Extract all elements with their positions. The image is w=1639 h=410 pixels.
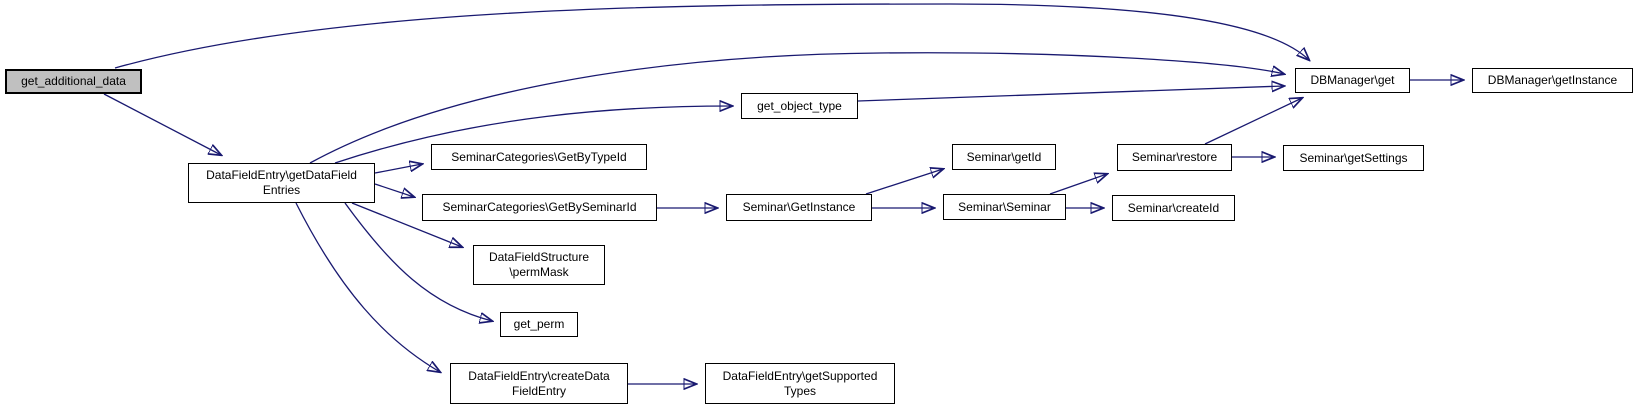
node-label: DBManager\get [1310,73,1395,87]
edge-getdatafieldentries-to-createdatafieldentry [295,202,440,372]
node-seminar-getsettings[interactable]: Seminar\getSettings [1283,145,1424,171]
node-datafieldentry-createdatafieldentry[interactable]: DataFieldEntry\createData FieldEntry [450,363,628,404]
node-seminar-seminar[interactable]: Seminar\Seminar [943,194,1066,220]
node-datafieldentry-getdatafieldentries[interactable]: DataFieldEntry\getDataField Entries [188,163,375,203]
node-dbmanager-getinstance[interactable]: DBManager\getInstance [1472,68,1633,93]
node-seminar-getid[interactable]: Seminar\getId [952,144,1056,170]
node-get-object-type[interactable]: get_object_type [741,93,858,119]
node-label: get_additional_data [21,74,126,88]
edge-get-additional-data-to-getdatafieldentries [103,93,221,155]
node-label: DataFieldEntry\getDataField [206,168,357,182]
node-label: Seminar\restore [1131,150,1218,164]
node-dbmanager-get[interactable]: DBManager\get [1295,68,1410,93]
edge-getdatafieldentries-to-getbyseminarid [374,183,414,197]
edge-seminar-to-restore [1049,174,1107,195]
node-get-perm[interactable]: get_perm [500,312,578,337]
node-get-additional-data: get_additional_data [5,69,142,94]
node-label: Seminar\createId [1127,200,1220,215]
node-label: \permMask [509,265,569,279]
node-label: SeminarCategories\GetByTypeId [451,149,627,164]
node-label: DataFieldStructure [488,250,590,264]
node-label: DBManager\getInstance [1487,73,1618,87]
node-datafieldentry-getsupportedtypes[interactable]: DataFieldEntry\getSupported Types [705,363,895,404]
edge-getdatafieldentries-to-get-perm [344,202,492,321]
node-label: Seminar\Seminar [958,199,1051,214]
edge-getdatafieldentries-to-permmask [351,202,462,247]
node-seminarcategories-getbytypeid[interactable]: SeminarCategories\GetByTypeId [431,144,647,170]
node-seminarcategories-getbyseminarid[interactable]: SeminarCategories\GetBySeminarId [422,194,657,221]
edge-get-object-type-to-dbmanager-get [857,86,1284,102]
node-label: get_perm [513,317,565,331]
node-label: Types [783,383,816,398]
node-seminar-restore[interactable]: Seminar\restore [1117,144,1232,171]
node-seminar-createid[interactable]: Seminar\createId [1112,195,1235,221]
node-label: Seminar\GetInstance [742,200,856,214]
edge-get-additional-data-to-dbmanager-get [114,3,1309,69]
edge-restore-to-dbmanager-get [1204,98,1302,145]
node-label: Entries [262,183,301,197]
node-datafieldstructure-permmask[interactable]: DataFieldStructure \permMask [473,245,605,285]
node-label: DataFieldEntry\getSupported [722,368,878,383]
node-label: get_object_type [757,98,842,113]
node-label: FieldEntry [511,383,567,398]
node-label: DataFieldEntry\createData [468,368,610,383]
node-label: Seminar\getId [966,149,1042,164]
edge-getinstance-to-getid [865,169,943,195]
edge-getdatafieldentries-to-get-object-type [334,106,732,164]
edge-getdatafieldentries-to-getbytypeid [374,164,422,174]
node-label: SeminarCategories\GetBySeminarId [442,200,637,214]
node-seminar-getinstance[interactable]: Seminar\GetInstance [726,194,872,221]
edge-getdatafieldentries-to-dbmanager-get [309,52,1284,164]
node-label: Seminar\getSettings [1299,150,1408,165]
